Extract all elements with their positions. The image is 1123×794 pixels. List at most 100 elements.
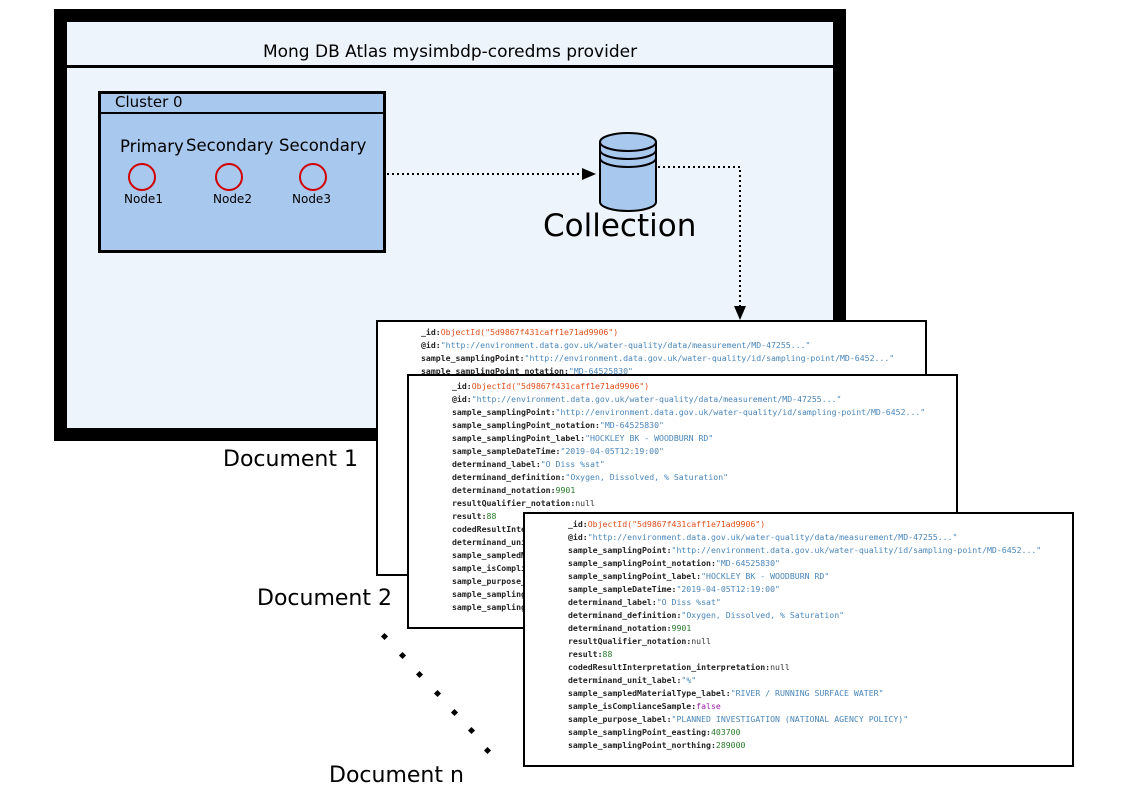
document-field-row: _id:ObjectId("5d9867f431caff1e71ad9906") <box>421 327 619 337</box>
document-field-row: determinand_unit_label:"%" <box>568 675 697 685</box>
field-key: determinand_notation <box>452 485 551 495</box>
field-key: @id <box>421 340 436 350</box>
field-key: sample_samplingPoint_notation <box>452 420 595 430</box>
field-value: ObjectId("5d9867f431caff1e71ad9906") <box>471 381 650 391</box>
field-key: resultQualifier_notation <box>452 498 571 508</box>
document-n-caption: Document n <box>329 763 464 788</box>
field-key: determinand_label <box>452 459 536 469</box>
node-circle-icon <box>215 163 243 191</box>
document-field-row: determinand_notation:9901 <box>568 623 692 633</box>
document-2-caption: Document 2 <box>257 586 392 611</box>
field-value: "http://environment.data.gov.uk/water-qu… <box>471 394 842 404</box>
field-value: null <box>770 662 790 672</box>
field-key: _id <box>452 381 467 391</box>
document-field-row: _id:ObjectId("5d9867f431caff1e71ad9906") <box>568 519 766 529</box>
document-card-n: _id:ObjectId("5d9867f431caff1e71ad9906")… <box>523 512 1074 767</box>
field-value: "http://environment.data.gov.uk/water-qu… <box>671 545 1042 555</box>
document-field-row: @id:"http://environment.data.gov.uk/wate… <box>421 340 811 350</box>
document-field-row: sample_purpose_label:"PLANNED INVESTIGAT… <box>568 714 909 724</box>
field-key: _id <box>421 327 436 337</box>
field-key: sample_samplingPoint_easting <box>452 589 591 599</box>
cluster-to-collection-arrow <box>387 168 596 180</box>
field-value: "http://environment.data.gov.uk/water-qu… <box>524 353 895 363</box>
field-key: sample_samplingPoint_notation <box>568 558 711 568</box>
field-key: determinand_unit_label <box>452 537 561 547</box>
document-field-row: sample_samplingPoint:"http://environment… <box>452 407 926 417</box>
field-key: sample_samplingPoint_label <box>568 571 697 581</box>
field-key: sample_samplingPoint <box>421 353 520 363</box>
field-value: null <box>575 498 595 508</box>
field-key: @id <box>568 532 583 542</box>
field-value: "Oxygen, Dissolved, % Saturation" <box>565 472 729 482</box>
field-value: "2019-04-05T12:19:00" <box>560 446 664 456</box>
field-value: "HOCKLEY BK - WOODBURN RD" <box>585 433 714 443</box>
cluster-title: Cluster 0 <box>115 93 183 111</box>
field-key: result <box>452 511 482 521</box>
document-field-row: sample_samplingPoint_label:"HOCKLEY BK -… <box>452 433 714 443</box>
document-field-row: sample_samplingPoint_notation:"MD-645258… <box>452 420 664 430</box>
field-value: "O Diss %sat" <box>656 597 721 607</box>
field-value: "http://environment.data.gov.uk/water-qu… <box>440 340 811 350</box>
document-field-row: resultQualifier_notation:null <box>568 636 711 646</box>
field-key: sample_purpose_label <box>568 714 667 724</box>
field-key: determinand_definition <box>568 610 677 620</box>
field-value: null <box>691 636 711 646</box>
document-field-row: result:88 <box>452 511 497 521</box>
field-value: 289000 <box>715 740 746 750</box>
field-value: "PLANNED INVESTIGATION (NATIONAL AGENCY … <box>671 714 909 724</box>
node-circle-icon <box>128 163 156 191</box>
field-key: determinand_label <box>568 597 652 607</box>
node-role-primary: Primary <box>120 137 184 156</box>
document-field-row: codedResultInterpretation_interpretation… <box>568 662 790 672</box>
field-key: _id <box>568 519 583 529</box>
collection-label: Collection <box>543 208 697 244</box>
document-field-row: determinand_label:"O Diss %sat" <box>452 459 605 469</box>
document-field-row: @id:"http://environment.data.gov.uk/wate… <box>452 394 842 404</box>
field-key: sample_sampleDateTime <box>568 584 672 594</box>
field-key: determinand_notation <box>568 623 667 633</box>
field-value: 403700 <box>710 727 741 737</box>
document-field-row: sample_sampleDateTime:"2019-04-05T12:19:… <box>568 584 780 594</box>
document-field-row: determinand_definition:"Oxygen, Dissolve… <box>568 610 845 620</box>
field-key: @id <box>452 394 467 404</box>
field-value: "HOCKLEY BK - WOODBURN RD" <box>701 571 830 581</box>
field-value: "http://environment.data.gov.uk/water-qu… <box>587 532 958 542</box>
field-key: codedResultInterpretation_interpretation <box>568 662 766 672</box>
field-key: sample_samplingPoint <box>568 545 667 555</box>
field-key: sample_samplingPoint_northing <box>568 740 711 750</box>
document-field-row: sample_samplingPoint_label:"HOCKLEY BK -… <box>568 571 830 581</box>
database-cylinder-icon <box>599 132 657 212</box>
field-value: 9901 <box>671 623 692 633</box>
node-label: Node2 <box>213 192 252 206</box>
field-value: false <box>696 701 721 711</box>
field-key: sample_sampleDateTime <box>452 446 556 456</box>
document-field-row: sample_samplingPoint_notation:"MD-645258… <box>568 558 780 568</box>
node-label: Node1 <box>124 192 163 206</box>
field-value: ObjectId("5d9867f431caff1e71ad9906") <box>587 519 766 529</box>
document-field-row: result:88 <box>568 649 613 659</box>
field-key: determinand_definition <box>452 472 561 482</box>
node-label: Node3 <box>292 192 331 206</box>
node-circle-icon <box>299 163 327 191</box>
document-field-row: sample_isComplianceSample:false <box>568 701 721 711</box>
document-field-row: sample_samplingPoint:"http://environment… <box>568 545 1042 555</box>
document-field-row: determinand_notation:9901 <box>452 485 576 495</box>
field-value: "MD-64525830" <box>599 420 664 430</box>
field-key: sample_samplingPoint_notation <box>421 366 564 376</box>
field-value: 88 <box>486 511 497 521</box>
provider-title: Mong DB Atlas mysimbdp-coredms provider <box>262 42 638 62</box>
document-field-row: sample_samplingPoint_northing:289000 <box>568 740 746 750</box>
field-key: sample_isComplianceSample <box>568 701 692 711</box>
field-key: sample_isComplianceSample <box>452 563 576 573</box>
document-field-row: sample_sampleDateTime:"2019-04-05T12:19:… <box>452 446 664 456</box>
cluster-divider <box>101 112 383 114</box>
field-key: resultQualifier_notation <box>568 636 687 646</box>
field-value: "MD-64525830" <box>568 366 633 376</box>
document-field-row: @id:"http://environment.data.gov.uk/wate… <box>568 532 958 542</box>
node-role-secondary: Secondary <box>186 136 274 155</box>
field-value: 9901 <box>555 485 576 495</box>
field-value: "MD-64525830" <box>715 558 780 568</box>
field-key: result <box>568 649 598 659</box>
field-value: "Oxygen, Dissolved, % Saturation" <box>681 610 845 620</box>
